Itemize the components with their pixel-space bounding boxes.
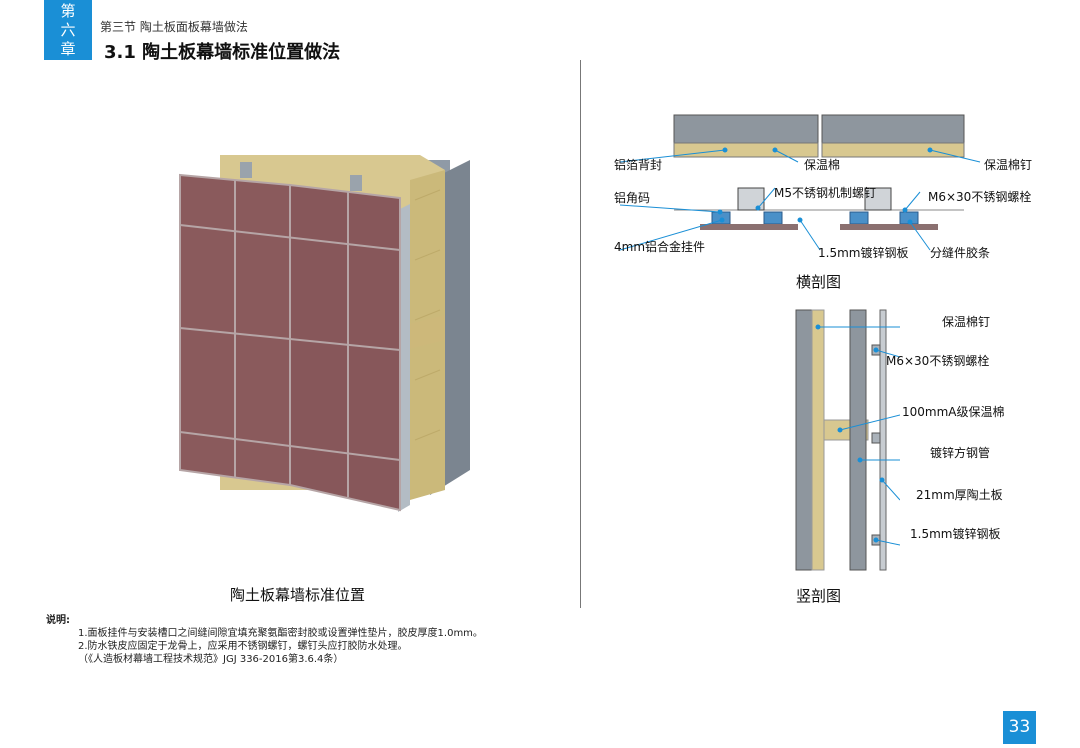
- label-v-square-tube: 镀锌方钢管: [930, 446, 991, 460]
- label-seam-strip: 分缝件胶条: [930, 246, 991, 260]
- page-title: 3.1 陶土板幕墙标准位置做法: [104, 42, 341, 63]
- terracotta-wall-3d-illustration: [179, 155, 470, 512]
- label-foil-seal: 铝箔背封: [614, 158, 663, 172]
- note-line-3: （《人造板材幕墙工程技术规范》JGJ 336-2016第3.6.4条）: [78, 654, 344, 665]
- vertical-section-drawing: [795, 309, 900, 571]
- label-v-terracotta: 21mm厚陶土板: [916, 488, 1003, 502]
- left-figure-caption: 陶土板幕墙标准位置: [230, 586, 366, 604]
- column-divider: [580, 60, 581, 608]
- page-number: 33: [1003, 711, 1036, 744]
- vertical-section-caption: 竖剖图: [796, 587, 842, 605]
- chapter-char-2: 六: [60, 21, 76, 39]
- section-label: 第三节 陶土板面板幕墙做法: [100, 20, 248, 34]
- notes-title: 说明:: [46, 615, 70, 626]
- horizontal-section-caption: 横剖图: [796, 273, 842, 291]
- note-line-1: 1.面板挂件与安装槽口之间缝间隙宜填充聚氨酯密封胶或设置弹性垫片，胶皮厚度1.0…: [78, 628, 483, 639]
- label-v-insulation-100: 100mmA级保温棉: [902, 405, 1005, 419]
- label-aluminum-angle: 铝角码: [614, 191, 651, 205]
- label-m5-screw: M5不锈钢机制螺钉: [774, 186, 876, 200]
- label-v-galv-sheet: 1.5mm镀锌钢板: [910, 527, 1001, 541]
- label-insulation: 保温棉: [804, 158, 841, 172]
- label-v-m6-bolt: M6×30不锈钢螺栓: [886, 354, 990, 368]
- horizontal-section-drawing: [619, 114, 981, 251]
- note-line-2: 2.防水铁皮应固定于龙骨上，应采用不锈钢螺钉，螺钉头应打胶防水处理。: [78, 641, 408, 652]
- label-m6-bolt: M6×30不锈钢螺栓: [928, 190, 1032, 204]
- label-insulation-nail: 保温棉钉: [984, 158, 1033, 172]
- chapter-char-1: 第: [60, 2, 76, 20]
- label-galv-sheet: 1.5mm镀锌钢板: [818, 246, 909, 260]
- chapter-tab: 第 六 章: [44, 0, 92, 60]
- label-v-insulation-nail: 保温棉钉: [942, 315, 991, 329]
- label-hanger: 4mm铝合金挂件: [614, 240, 706, 254]
- chapter-char-3: 章: [60, 40, 76, 58]
- notes: 说明: 1.面板挂件与安装槽口之间缝间隙宜填充聚氨酯密封胶或设置弹性垫片，胶皮厚…: [46, 614, 483, 666]
